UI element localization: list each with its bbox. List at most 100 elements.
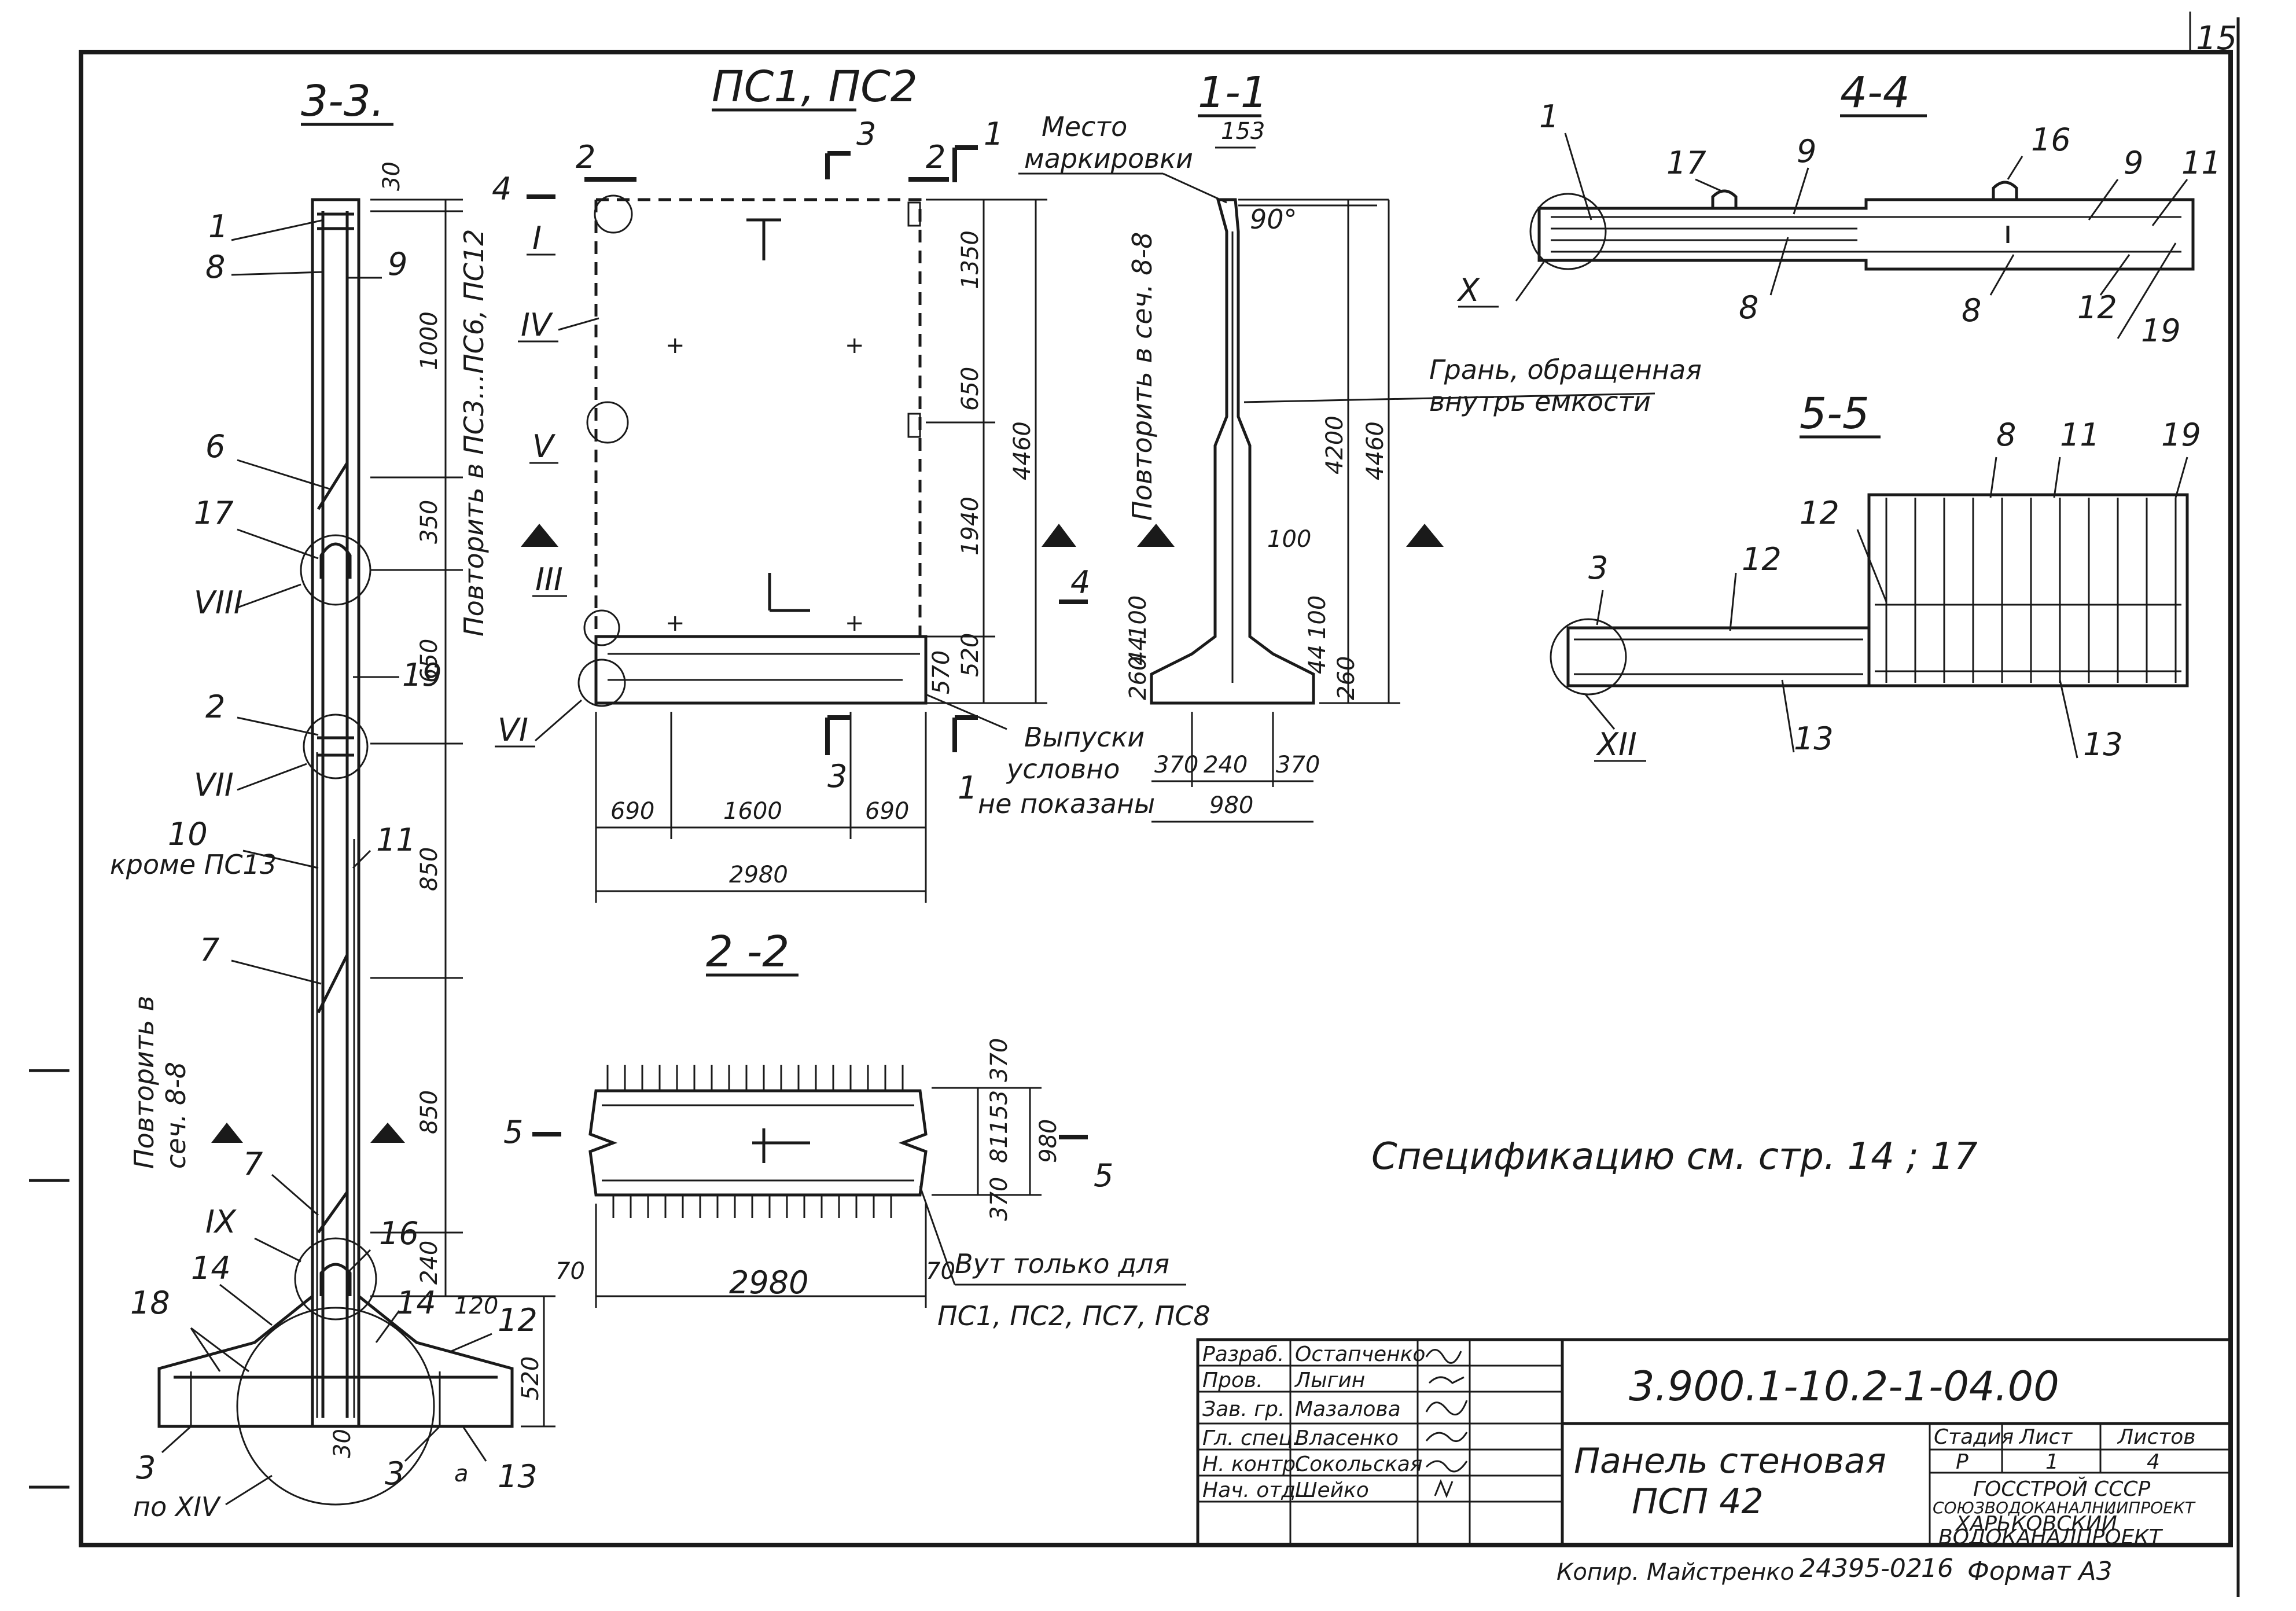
svg-text:13: 13	[498, 1458, 538, 1495]
svg-text:240: 240	[416, 1241, 443, 1285]
svg-text:VIII: VIII	[194, 584, 243, 621]
svg-text:1: 1	[208, 208, 228, 245]
panel-foot	[157, 1295, 514, 1428]
svg-text:сеч. 8-8: сеч. 8-8	[160, 1062, 192, 1169]
svg-text:условно: условно	[1006, 753, 1120, 785]
svg-text:370: 370	[1154, 752, 1198, 778]
svg-text:4460: 4460	[1009, 421, 1036, 480]
svg-text:850: 850	[416, 1090, 443, 1134]
svg-text:240: 240	[1204, 752, 1248, 778]
svg-text:маркировки: маркировки	[1024, 143, 1193, 174]
svg-text:11: 11	[2181, 145, 2221, 181]
svg-text:1000: 1000	[416, 311, 443, 370]
svg-text:30: 30	[378, 161, 405, 191]
plan-edge-outline	[1566, 626, 1871, 687]
panel-base-strip	[594, 635, 928, 705]
svg-text:980: 980	[1209, 792, 1253, 819]
elevation-pc1-pc2: + + + + 2 2 1 3 3 1 4 4 I IV	[492, 116, 1155, 903]
svg-text:Сокольская: Сокольская	[1295, 1452, 1422, 1476]
detail-circle-X	[1529, 193, 1607, 270]
svg-text:I: I	[532, 220, 542, 256]
svg-text:19: 19	[2161, 417, 2201, 453]
svg-text:1940: 1940	[957, 496, 984, 556]
svg-text:44: 44	[1125, 636, 1151, 665]
section-1-1-drawing: 153 90° Место маркировки Повторить в сеч…	[1018, 111, 1702, 823]
detail-circle-VI	[577, 659, 626, 707]
svg-text:Повторить в сеч. 8-8: Повторить в сеч. 8-8	[1127, 232, 1158, 521]
svg-text:5: 5	[503, 1114, 523, 1150]
section-titles: 3-3. ПС1, ПС2 1-1 2 -2 4-4 5-5	[301, 62, 1927, 977]
svg-text:9: 9	[388, 246, 407, 282]
svg-text:17: 17	[194, 495, 234, 531]
svg-text:внутрь емкости: внутрь емкости	[1429, 386, 1651, 417]
section-2-2-title: 2 -2	[706, 927, 789, 977]
svg-text:X: X	[1456, 272, 1480, 308]
svg-text:+: +	[665, 610, 685, 637]
svg-text:СОЮЗВОДОКАНАЛНИИПРОЕКТ: СОЮЗВОДОКАНАЛНИИПРОЕКТ	[1933, 1498, 2196, 1517]
svg-text:III: III	[535, 561, 563, 598]
svg-text:ХАРЬКОВСКИЙ: ХАРЬКОВСКИЙ	[1955, 1511, 2117, 1536]
svg-text:12: 12	[498, 1302, 538, 1338]
svg-text:Гл. спец.: Гл. спец.	[1202, 1426, 1299, 1450]
svg-text:по XIV: по XIV	[133, 1491, 222, 1522]
svg-text:4: 4	[492, 171, 512, 207]
svg-text:Р: Р	[1956, 1450, 1968, 1474]
svg-text:370: 370	[986, 1177, 1013, 1221]
detail-circle-III	[583, 609, 620, 646]
section-3-3-title: 3-3.	[301, 76, 384, 126]
svg-text:1: 1	[2045, 1450, 2059, 1474]
specification-note: Спецификацию см. стр. 14 ; 17	[1371, 1135, 1978, 1178]
svg-text:Лыгин: Лыгин	[1294, 1369, 1365, 1392]
svg-text:18: 18	[130, 1285, 170, 1321]
section-5-5-drawing: 3 12 12 8 11 19 XII 13 13	[1550, 417, 2201, 763]
svg-text:кроме ПС13: кроме ПС13	[110, 849, 277, 880]
level-mark	[370, 1123, 405, 1143]
svg-text:ГОССТРОЙ СССР: ГОССТРОЙ СССР	[1973, 1477, 2150, 1501]
document-name-2: ПСП 42	[1632, 1481, 1764, 1522]
note-repeat-pc3-pc12: Повторить в ПС3...ПС6, ПС12	[458, 229, 490, 637]
title-block: Разраб. Остапченко Пров. Лыгин Зав. гр. …	[1196, 1338, 2232, 1549]
svg-text:14: 14	[396, 1285, 436, 1321]
detail-circle-I	[594, 194, 633, 234]
svg-text:260: 260	[1333, 656, 1360, 700]
svg-text:350: 350	[416, 500, 443, 544]
svg-text:не показаны: не показаны	[978, 788, 1155, 819]
svg-text:70: 70	[555, 1258, 585, 1285]
svg-text:370: 370	[986, 1038, 1013, 1082]
svg-text:650: 650	[957, 367, 984, 411]
svg-text:100: 100	[1125, 595, 1151, 639]
svg-text:12: 12	[2077, 289, 2117, 326]
svg-text:Копир. Майстренко: Копир. Майстренко	[1557, 1559, 1794, 1586]
section-1-1-title: 1-1	[1198, 68, 1268, 117]
svg-text:980: 980	[1035, 1119, 1062, 1163]
section-2-2-drawing: 5 5 370 153 81 370 980 70 70 2980 Вут то…	[503, 1038, 1210, 1332]
section-3-3-drawing: 30 1000 350 650 850 850 240 520 120 a 30…	[110, 161, 555, 1522]
plan-body-outline	[1867, 493, 2189, 687]
svg-text:120: 120	[454, 1293, 498, 1319]
svg-text:ВОДОКАНАЛПРОЕКТ: ВОДОКАНАЛПРОЕКТ	[1938, 1525, 2163, 1549]
detail-circle-V	[586, 401, 629, 444]
svg-text:4: 4	[1070, 564, 1090, 601]
svg-text:Стадия: Стадия	[1934, 1425, 2014, 1449]
svg-text:Н. контр.: Н. контр.	[1202, 1452, 1302, 1476]
horizontal-section-outline	[1537, 198, 2195, 271]
outlet-bars-bottom	[612, 1195, 892, 1218]
detail-circle-IX	[294, 1237, 377, 1321]
svg-text:19: 19	[402, 657, 442, 693]
svg-text:2980: 2980	[729, 1264, 808, 1301]
svg-text:1: 1	[984, 116, 1003, 152]
svg-text:11: 11	[2060, 417, 2100, 453]
svg-text:6: 6	[205, 428, 225, 465]
svg-text:a: a	[454, 1461, 469, 1487]
signature-marks	[1425, 1349, 1468, 1499]
svg-text:520: 520	[517, 1356, 544, 1400]
svg-text:Пров.: Пров.	[1202, 1369, 1263, 1392]
svg-text:44: 44	[1304, 645, 1331, 674]
cross-section-outline	[1150, 198, 1315, 705]
svg-text:16: 16	[2031, 122, 2071, 158]
svg-text:3: 3	[136, 1450, 156, 1486]
svg-text:3: 3	[385, 1455, 404, 1492]
svg-text:7: 7	[200, 932, 219, 968]
svg-text:VI: VI	[498, 712, 528, 748]
